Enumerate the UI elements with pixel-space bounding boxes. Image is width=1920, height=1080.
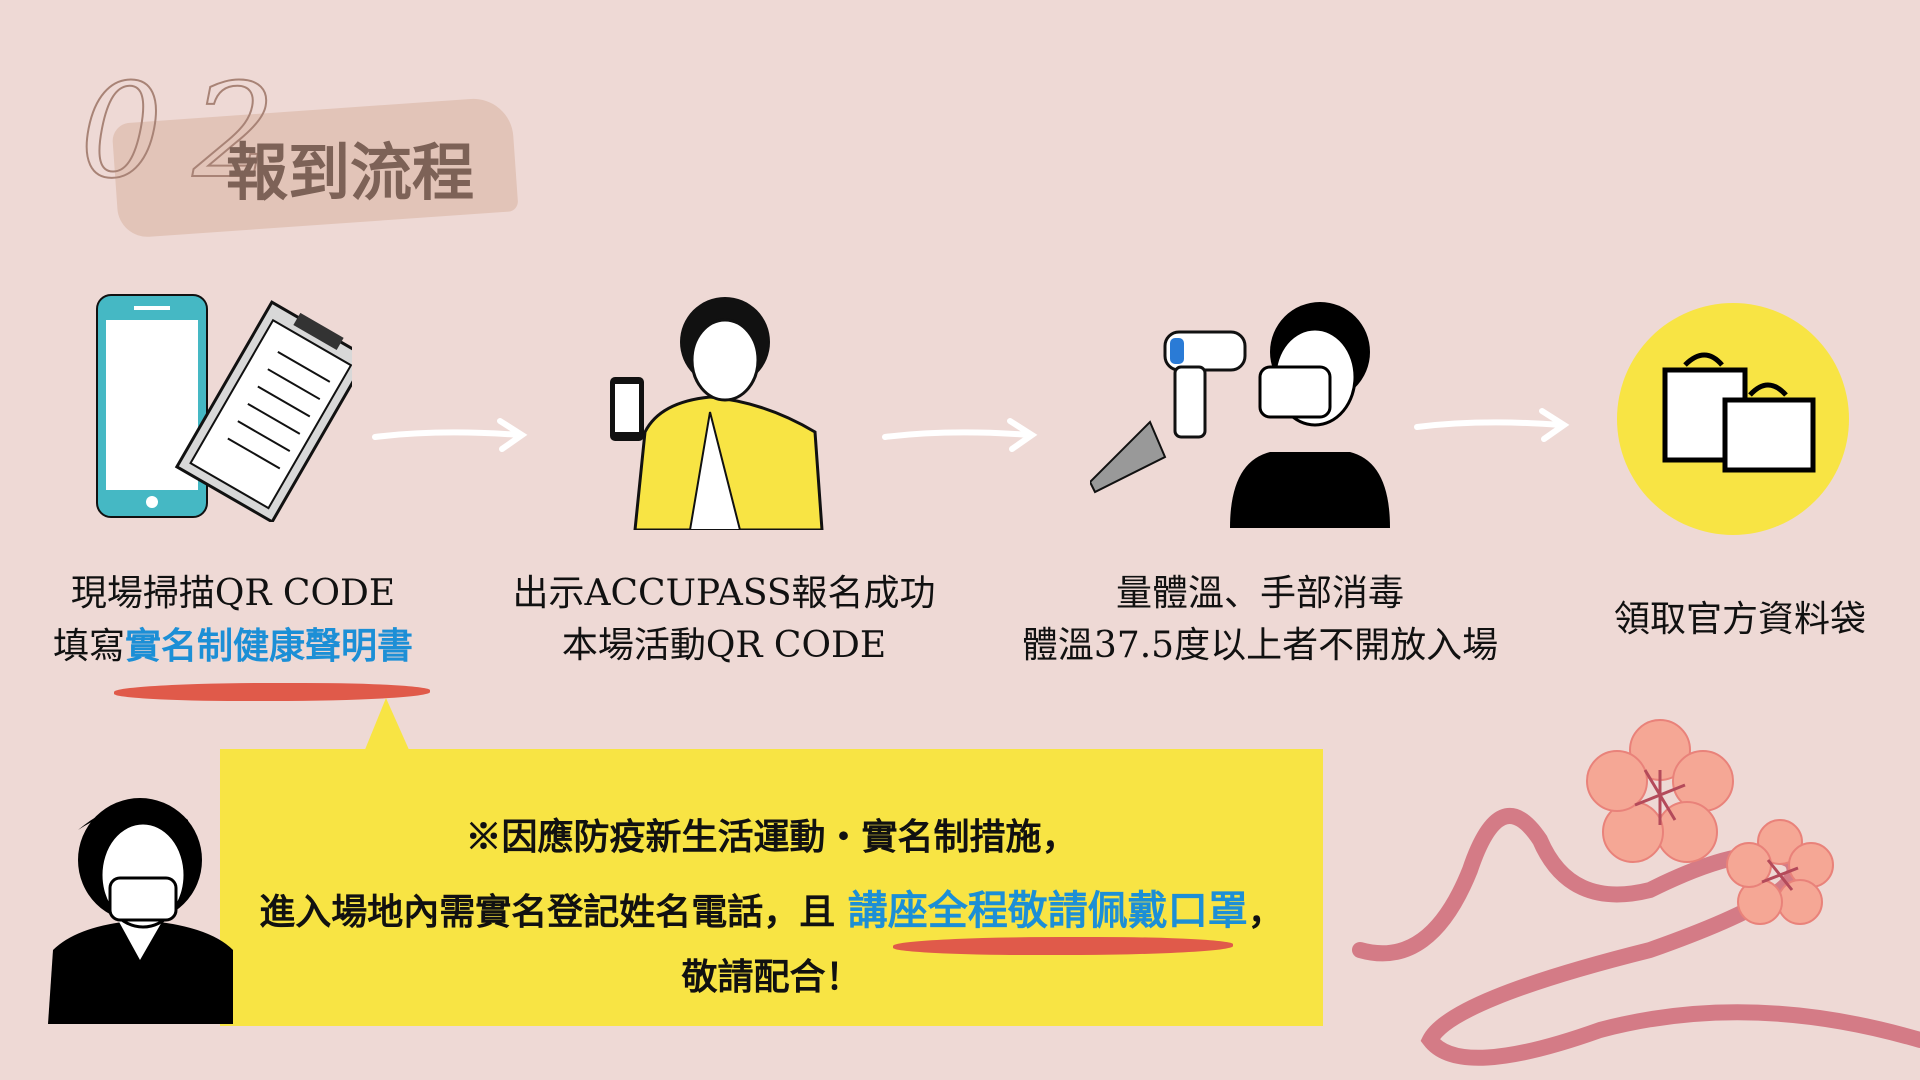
step-3-line1: 量體溫、手部消毒	[1115, 573, 1405, 614]
step-1-line2: 填寫實名制健康聲明書	[53, 620, 413, 673]
step-1-prefix: 填寫	[52, 626, 125, 667]
red-underline	[893, 937, 1233, 955]
step-1-line1: 現場掃描QR CODE	[70, 573, 396, 614]
callout-pointer	[364, 698, 410, 752]
phone-clipboard-icon	[96, 294, 352, 522]
arrow-right-icon	[882, 418, 1038, 452]
flower-ribbon-decoration	[1352, 719, 1920, 1066]
step-3-label: 量體溫、手部消毒 體溫37.5度以上者不開放入場	[1022, 568, 1498, 672]
arrow-right-icon	[1414, 408, 1570, 442]
notice-line2-suffix: ，	[1247, 891, 1284, 933]
shopping-bags-icon	[1662, 352, 1816, 473]
step-3-line2: 體溫37.5度以上者不開放入場	[1021, 625, 1499, 666]
arrow-right-icon	[372, 418, 528, 452]
step-2-label: 出示ACCUPASS報名成功 本場活動QR CODE	[512, 568, 935, 672]
step-2-line2: 本場活動QR CODE	[561, 625, 887, 666]
step-1-label: 現場掃描QR CODE 填寫實名制健康聲明書	[53, 568, 413, 673]
mask-highlight: 講座全程敬請佩戴口罩	[847, 887, 1248, 934]
health-declaration-highlight: 實名制健康聲明書	[125, 625, 414, 667]
notice-line2: 進入場地內需實名登記姓名電話，且 講座全程敬請佩戴口罩，	[220, 878, 1323, 936]
masked-woman-icon	[48, 798, 233, 1024]
page-title: 報到流程	[226, 136, 475, 209]
step-2-line1: 出示ACCUPASS報名成功	[512, 573, 936, 614]
notice-callout-box	[220, 749, 1323, 1026]
step-4-label: 領取官方資料袋	[1614, 594, 1866, 646]
notice-line1: ※因應防疫新生活運動・實名制措施，	[465, 816, 1078, 858]
section-number: 02	[79, 54, 306, 208]
notice-line3: 敬請配合！	[681, 956, 862, 998]
person-showing-phone-icon	[610, 297, 824, 530]
step-4-line1: 領取官方資料袋	[1613, 599, 1867, 640]
temperature-check-icon	[1090, 302, 1390, 528]
red-underline	[114, 683, 430, 701]
notice-line2-prefix: 進入場地內需實名登記姓名電話，且	[259, 891, 848, 933]
